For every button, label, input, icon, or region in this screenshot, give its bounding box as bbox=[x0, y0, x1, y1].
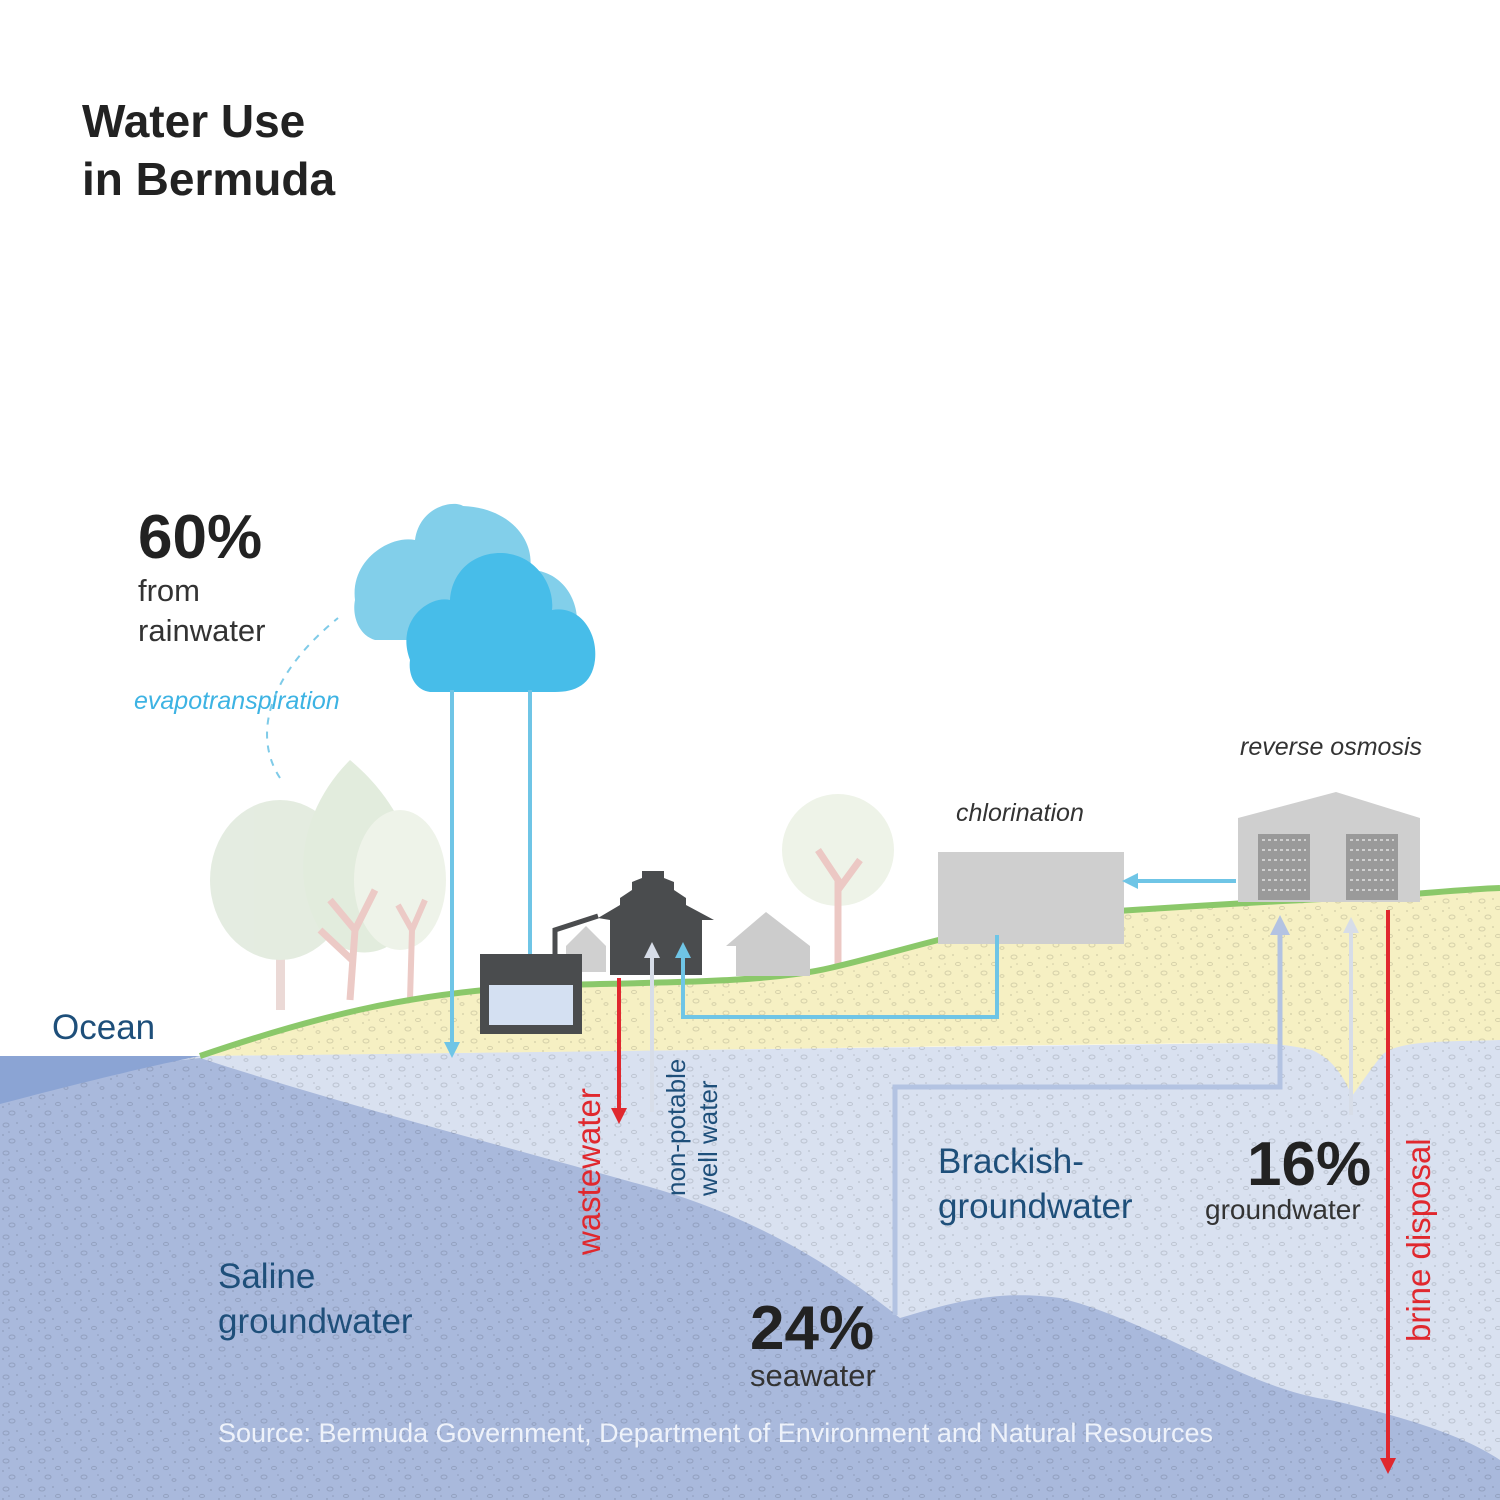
rainwater-percent: 60% bbox=[138, 503, 263, 572]
chlorination-label: chlorination bbox=[956, 799, 1084, 827]
seawater-intake-arrow bbox=[892, 915, 1290, 1315]
groundwater-percent: 16% bbox=[1247, 1130, 1372, 1199]
evapotranspiration-label: evapotranspiration bbox=[134, 687, 340, 715]
source-note: Source: Bermuda Government, Department o… bbox=[218, 1418, 1213, 1448]
brackish-label-line-2: groundwater bbox=[938, 1187, 1133, 1226]
ocean-label: Ocean bbox=[52, 1008, 156, 1047]
house-icon bbox=[598, 871, 714, 975]
rainwater-callout: 60% from rainwater bbox=[138, 505, 266, 651]
saline-groundwater-layer bbox=[0, 1058, 1500, 1500]
page-title: Water Use in Bermuda bbox=[82, 92, 335, 208]
rainwater-label-line-1: from bbox=[138, 573, 200, 608]
title-line-1: Water Use bbox=[82, 95, 306, 147]
title-line-2: in Bermuda bbox=[82, 153, 336, 205]
reverse-osmosis-label: reverse osmosis bbox=[1240, 733, 1422, 761]
supply-to-house-arrow bbox=[675, 935, 999, 1019]
groundwater-label: groundwater bbox=[1205, 1194, 1361, 1225]
brine-disposal-label: brine disposal bbox=[1400, 1138, 1437, 1342]
saline-label-line-1: Saline bbox=[218, 1257, 316, 1296]
seawater-callout: 24% seawater bbox=[750, 1296, 876, 1396]
tree-right bbox=[782, 794, 894, 970]
groundwater-callout: 16% groundwater bbox=[1205, 1132, 1371, 1230]
ocean-water bbox=[0, 1056, 200, 1104]
reverse-osmosis-plant bbox=[1238, 792, 1420, 902]
seawater-percent: 24% bbox=[750, 1294, 875, 1363]
rainwater-tank bbox=[480, 913, 599, 1034]
wastewater-label: wastewater bbox=[570, 1088, 607, 1255]
chlorination-building bbox=[938, 852, 1124, 944]
saline-groundwater-label: Saline groundwater bbox=[218, 1254, 413, 1344]
sand-layer bbox=[200, 888, 1500, 1096]
saline-label-line-2: groundwater bbox=[218, 1302, 413, 1341]
brackish-groundwater-label: Brackish- groundwater bbox=[938, 1139, 1133, 1229]
cloud-icon-front bbox=[406, 553, 596, 692]
non-potable-line-1: non-potable bbox=[661, 1058, 691, 1196]
non-potable-line-2: well water bbox=[693, 1080, 723, 1196]
non-potable-well-water-label: non-potable well water bbox=[660, 1059, 724, 1196]
brackish-label-line-1: Brackish- bbox=[938, 1142, 1084, 1181]
trees-left bbox=[210, 760, 446, 1010]
evapotranspiration-arc bbox=[266, 617, 339, 779]
rainwater-label-line-2: rainwater bbox=[138, 613, 266, 648]
seawater-label: seawater bbox=[750, 1358, 876, 1393]
